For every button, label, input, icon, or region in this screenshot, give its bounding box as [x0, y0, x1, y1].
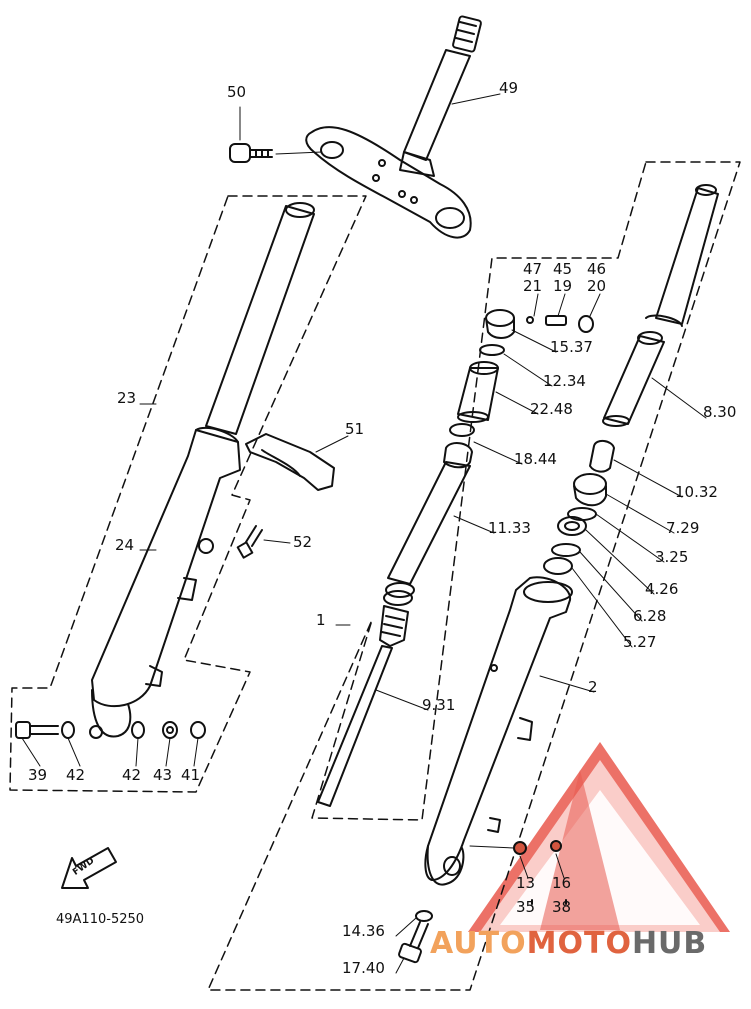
- part-label-41: 41: [181, 766, 201, 784]
- part-label-16: 16: [552, 874, 572, 892]
- left-outer-tube-24: [89, 426, 241, 739]
- fork-guard-bracket-51: [245, 433, 335, 491]
- watermark-brand: AUTOMOTOHUB: [430, 926, 707, 961]
- part-label-11.33: 11.33: [488, 519, 531, 537]
- part-label-7.29: 7.29: [666, 519, 700, 537]
- slide-metal-10: [589, 440, 615, 473]
- part-label-4.26: 4.26: [645, 580, 679, 598]
- part-label-46: 46: [587, 260, 607, 278]
- forward-arrow-icon: [61, 847, 117, 889]
- damper-rod-9: [317, 605, 409, 807]
- part-label-6.28: 6.28: [633, 607, 667, 625]
- part-label-24: 24: [115, 536, 135, 554]
- part-label-45: 45: [553, 260, 573, 278]
- spacer-22: [457, 361, 499, 423]
- watermark-logo: [468, 742, 730, 932]
- bolt-50: [229, 143, 323, 163]
- group-outline-left: [9, 195, 367, 793]
- part-label-15.37: 15.37: [550, 338, 593, 356]
- part-label-13: 13: [516, 874, 536, 892]
- oil-seal-4: [557, 516, 587, 536]
- part-label-12.34: 12.34: [543, 372, 586, 390]
- part-label-50: 50: [227, 83, 247, 101]
- dust-seal-tube-30: [602, 331, 665, 427]
- part-label-23: 23: [117, 389, 137, 407]
- part-label-49: 49: [499, 79, 519, 97]
- fork-cap-bolt-15: [485, 309, 515, 339]
- diagram-part-code: 49A110-5250: [56, 912, 145, 927]
- fork-spring-11: [383, 461, 471, 606]
- part-label-1: 1: [316, 611, 326, 629]
- part-label-14.36: 14.36: [342, 922, 385, 940]
- part-label-5.27: 5.27: [623, 633, 657, 651]
- part-label-21: 21: [523, 277, 543, 295]
- steering-stem: [305, 15, 482, 239]
- leader-lines: [21, 93, 707, 974]
- part-label-42a: 42: [66, 766, 86, 784]
- outer-tube-2: [424, 576, 573, 886]
- part-label-35: 35: [516, 898, 536, 916]
- part-label-18.44: 18.44: [514, 450, 557, 468]
- part-label-43: 43: [153, 766, 173, 784]
- part-label-51: 51: [345, 420, 365, 438]
- watermark-brand-part2: MOTO: [526, 926, 632, 961]
- washer-6: [551, 543, 581, 557]
- watermark-brand-part3: HUB: [631, 926, 708, 961]
- oil-seal-clip-3: [567, 507, 597, 521]
- part-label-8.30: 8.30: [703, 403, 737, 421]
- bolt-52: [236, 525, 291, 559]
- base-bolt-17: [398, 910, 433, 964]
- group-outline-right: [207, 161, 741, 991]
- dust-seal-7: [573, 473, 607, 507]
- part-label-19: 19: [553, 277, 573, 295]
- part-label-39: 39: [28, 766, 48, 784]
- air-valve-19: [526, 315, 594, 333]
- part-label-3.25: 3.25: [655, 548, 689, 566]
- part-label-10.32: 10.32: [675, 483, 718, 501]
- o-ring-12: [479, 344, 505, 356]
- part-label-2: 2: [588, 678, 598, 696]
- inner-tube-8: [645, 184, 719, 327]
- drain-hardware: [469, 840, 562, 855]
- part-label-22.48: 22.48: [530, 400, 573, 418]
- part-label-17.40: 17.40: [342, 959, 385, 977]
- watermark-brand-part1: AUTO: [430, 926, 527, 961]
- part-label-52: 52: [293, 533, 313, 551]
- slide-metal-5: [543, 557, 573, 575]
- part-label-47-21: 47: [523, 260, 543, 278]
- part-label-20: 20: [587, 277, 607, 295]
- left-inner-tube-23: [205, 202, 315, 435]
- part-label-9.31: 9.31: [422, 696, 456, 714]
- part-label-38: 38: [552, 898, 572, 916]
- spring-seat-18: [443, 423, 475, 469]
- part-label-42b: 42: [122, 766, 142, 784]
